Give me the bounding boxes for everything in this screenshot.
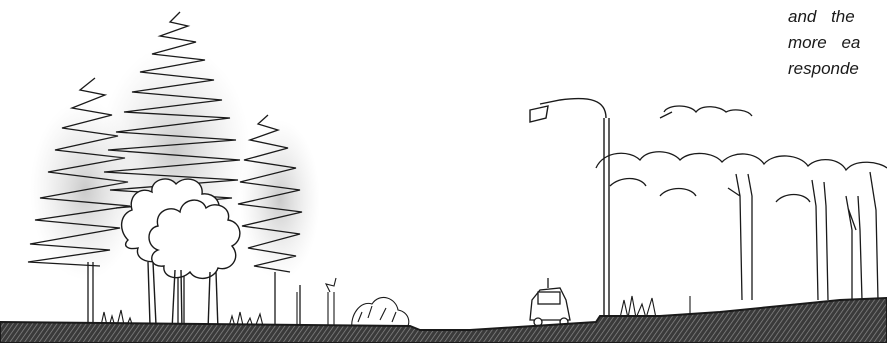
text-line: responde (788, 59, 859, 78)
ground-surface (0, 296, 887, 344)
paragraph-fragment: and the more ea responde (788, 4, 887, 82)
deciduous-tree-cluster (121, 178, 241, 331)
grass-shrubs-left (99, 277, 410, 333)
car-sketch (529, 278, 571, 327)
text-line: and the (788, 7, 855, 26)
tree-canopy-right (595, 105, 887, 301)
street-light (529, 97, 610, 322)
text-line: more ea (788, 33, 861, 52)
conifer-tree-right (237, 114, 320, 330)
